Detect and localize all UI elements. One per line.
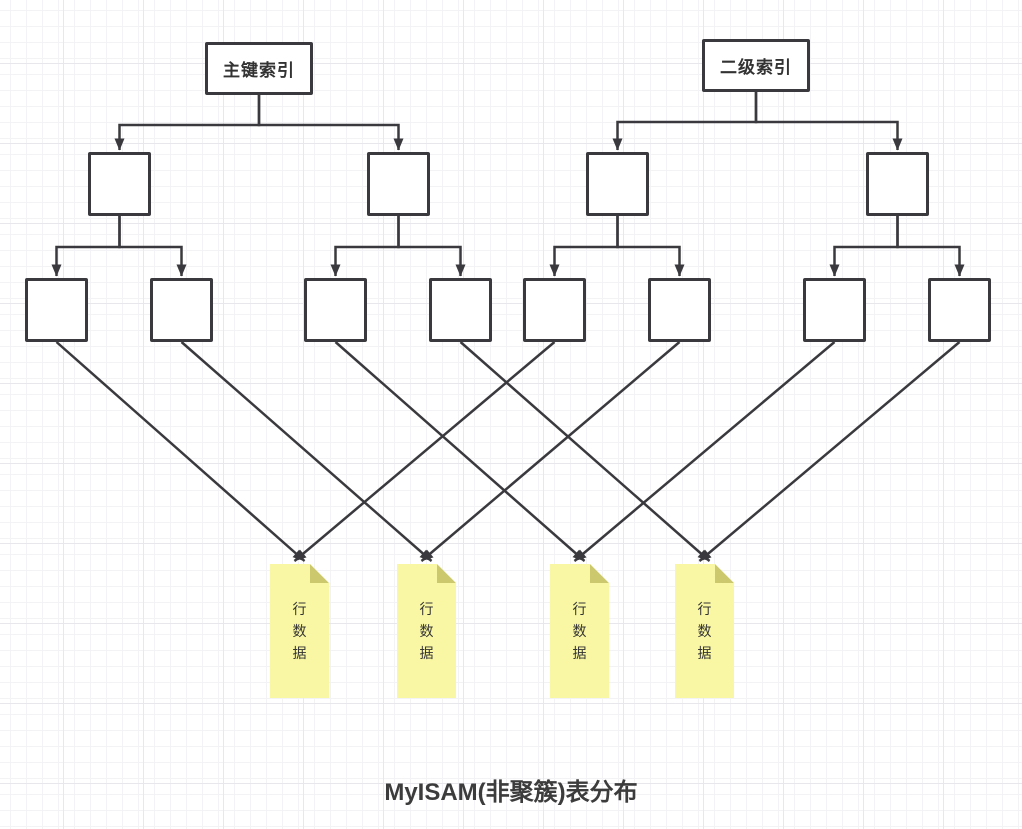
leaf-node-4 [429,278,492,342]
row-data-note-3: 行数据 [550,564,609,698]
edge-primary-root-branch1 [114,95,261,151]
edge-branch4-leaf7 [829,216,899,277]
note-label: 行数据 [292,601,307,661]
edge-leaf3-note3 [334,341,586,562]
note-label: 行数据 [697,601,712,661]
leaf-node-3 [304,278,367,342]
edge-secondary-root-branch4 [754,92,903,151]
diagram-title: MyISAM(非聚簇)表分布 [384,779,638,806]
edge-branch3-leaf5 [549,216,619,277]
leaf-node-2 [150,278,213,342]
branch-node-1 [88,152,151,216]
leaf-node-5 [523,278,586,342]
leaf-node-7 [803,278,866,342]
edge-leaf6-note2 [420,341,681,562]
row-data-note-1: 行数据 [270,564,329,698]
leaf-node-8 [928,278,991,342]
edge-branch4-leaf8 [896,216,965,277]
edge-branch1-leaf2 [118,216,187,277]
edge-leaf2-note2 [180,341,433,562]
edge-branch2-leaf4 [397,216,466,277]
leaf-node-1 [25,278,88,342]
edge-leaf1-note1 [55,341,306,562]
edge-primary-root-branch2 [257,95,404,151]
branch-node-4 [866,152,929,216]
branch-node-2 [367,152,430,216]
note-label: 行数据 [572,601,587,661]
row-data-note-4: 行数据 [675,564,734,698]
node-secondary-index: 二级索引 [702,39,810,92]
note-label: 行数据 [419,601,434,661]
edge-secondary-root-branch3 [612,92,758,151]
edge-leaf7-note3 [573,341,836,562]
edge-leaf5-note1 [293,341,556,562]
edge-leaf8-note4 [698,341,961,562]
edge-branch3-leaf6 [616,216,685,277]
node-primary-index: 主键索引 [205,42,313,95]
edge-branch1-leaf1 [51,216,121,277]
edge-leaf4-note4 [459,341,711,562]
edge-branch2-leaf3 [330,216,400,277]
branch-node-3 [586,152,649,216]
row-data-note-2: 行数据 [397,564,456,698]
leaf-node-6 [648,278,711,342]
